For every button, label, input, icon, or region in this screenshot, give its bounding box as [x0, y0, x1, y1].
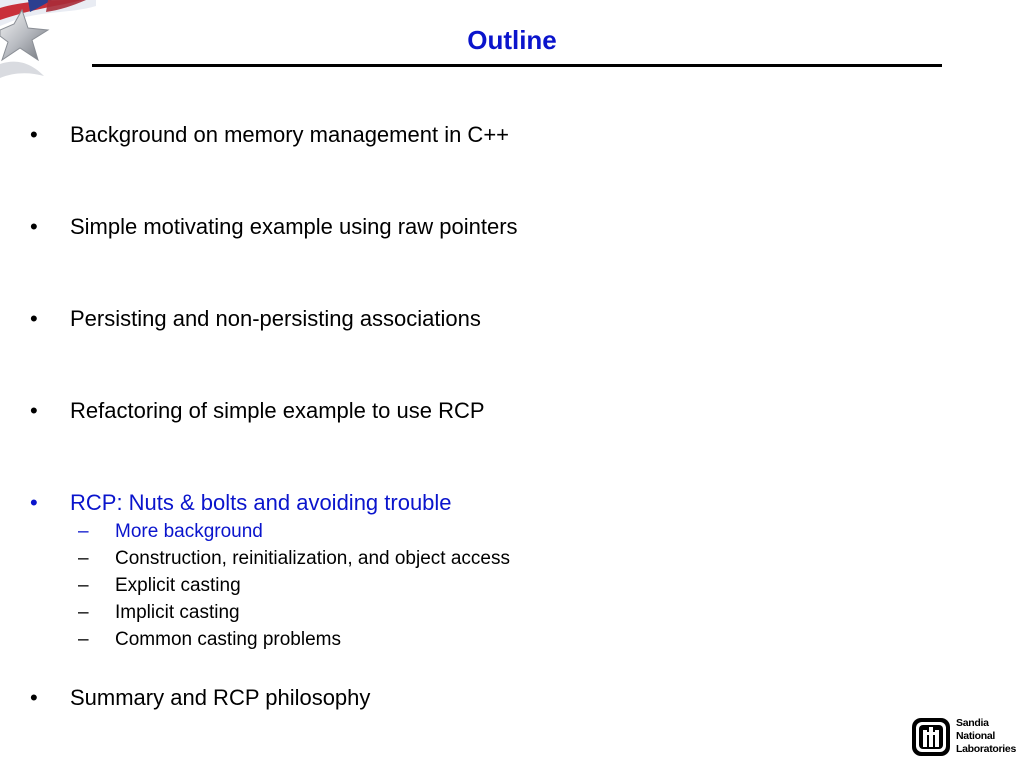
logo-line: Laboratories: [956, 743, 1016, 755]
outline-item-current: • RCP: Nuts & bolts and avoiding trouble: [30, 488, 452, 518]
outline-subitem-current: – More background: [78, 519, 263, 545]
outline-subitem-text: Implicit casting: [115, 602, 240, 623]
outline-item: • Summary and RCP philosophy: [30, 683, 370, 713]
outline-subitem-text: Common casting problems: [115, 629, 341, 650]
outline-item-text: Persisting and non-persisting associatio…: [70, 306, 481, 331]
outline-item: • Persisting and non-persisting associati…: [30, 304, 481, 334]
outline-subitem-text: Construction, reinitialization, and obje…: [115, 548, 510, 569]
logo-line: National: [956, 730, 996, 742]
title-divider: [92, 64, 942, 67]
dash-marker: –: [78, 548, 89, 569]
bullet-point: •: [30, 214, 38, 239]
outline-subitem: – Explicit casting: [78, 573, 241, 599]
outline-item-text: Summary and RCP philosophy: [70, 685, 371, 710]
dash-marker: –: [78, 521, 89, 542]
dash-marker: –: [78, 575, 89, 596]
logo-wordmark: Sandia National Laboratories: [956, 717, 1016, 756]
outline-item-text: RCP: Nuts & bolts and avoiding trouble: [70, 490, 452, 515]
outline-item-text: Simple motivating example using raw poin…: [70, 214, 518, 239]
sandia-logo: Sandia National Laboratories: [912, 716, 1016, 758]
bullet-point: •: [30, 490, 38, 515]
flag-star-graphic-icon: [0, 0, 96, 78]
logo-line: Sandia: [956, 717, 989, 729]
outline-item: • Background on memory management in C++: [30, 120, 509, 150]
bullet-point: •: [30, 122, 38, 147]
outline-item-text: Background on memory management in C++: [70, 122, 510, 147]
bullet-point: •: [30, 685, 38, 710]
outline-subitem-text: Explicit casting: [115, 575, 241, 596]
outline-subitem-text: More background: [115, 521, 263, 542]
sandia-thunderbird-logo-icon: [912, 718, 950, 756]
bullet-point: •: [30, 398, 38, 423]
outline-subitem: – Implicit casting: [78, 600, 240, 626]
outline-item: • Simple motivating example using raw poi…: [30, 212, 518, 242]
dash-marker: –: [78, 629, 89, 650]
bullet-point: •: [30, 306, 38, 331]
outline-item-text: Refactoring of simple example to use RCP: [70, 398, 485, 423]
outline-subitem: – Common casting problems: [78, 627, 341, 653]
outline-item: • Refactoring of simple example to use RC…: [30, 396, 485, 426]
dash-marker: –: [78, 602, 89, 623]
slide-title: Outline: [467, 25, 557, 55]
outline-subitem: – Construction, reinitialization, and obj…: [78, 546, 510, 572]
